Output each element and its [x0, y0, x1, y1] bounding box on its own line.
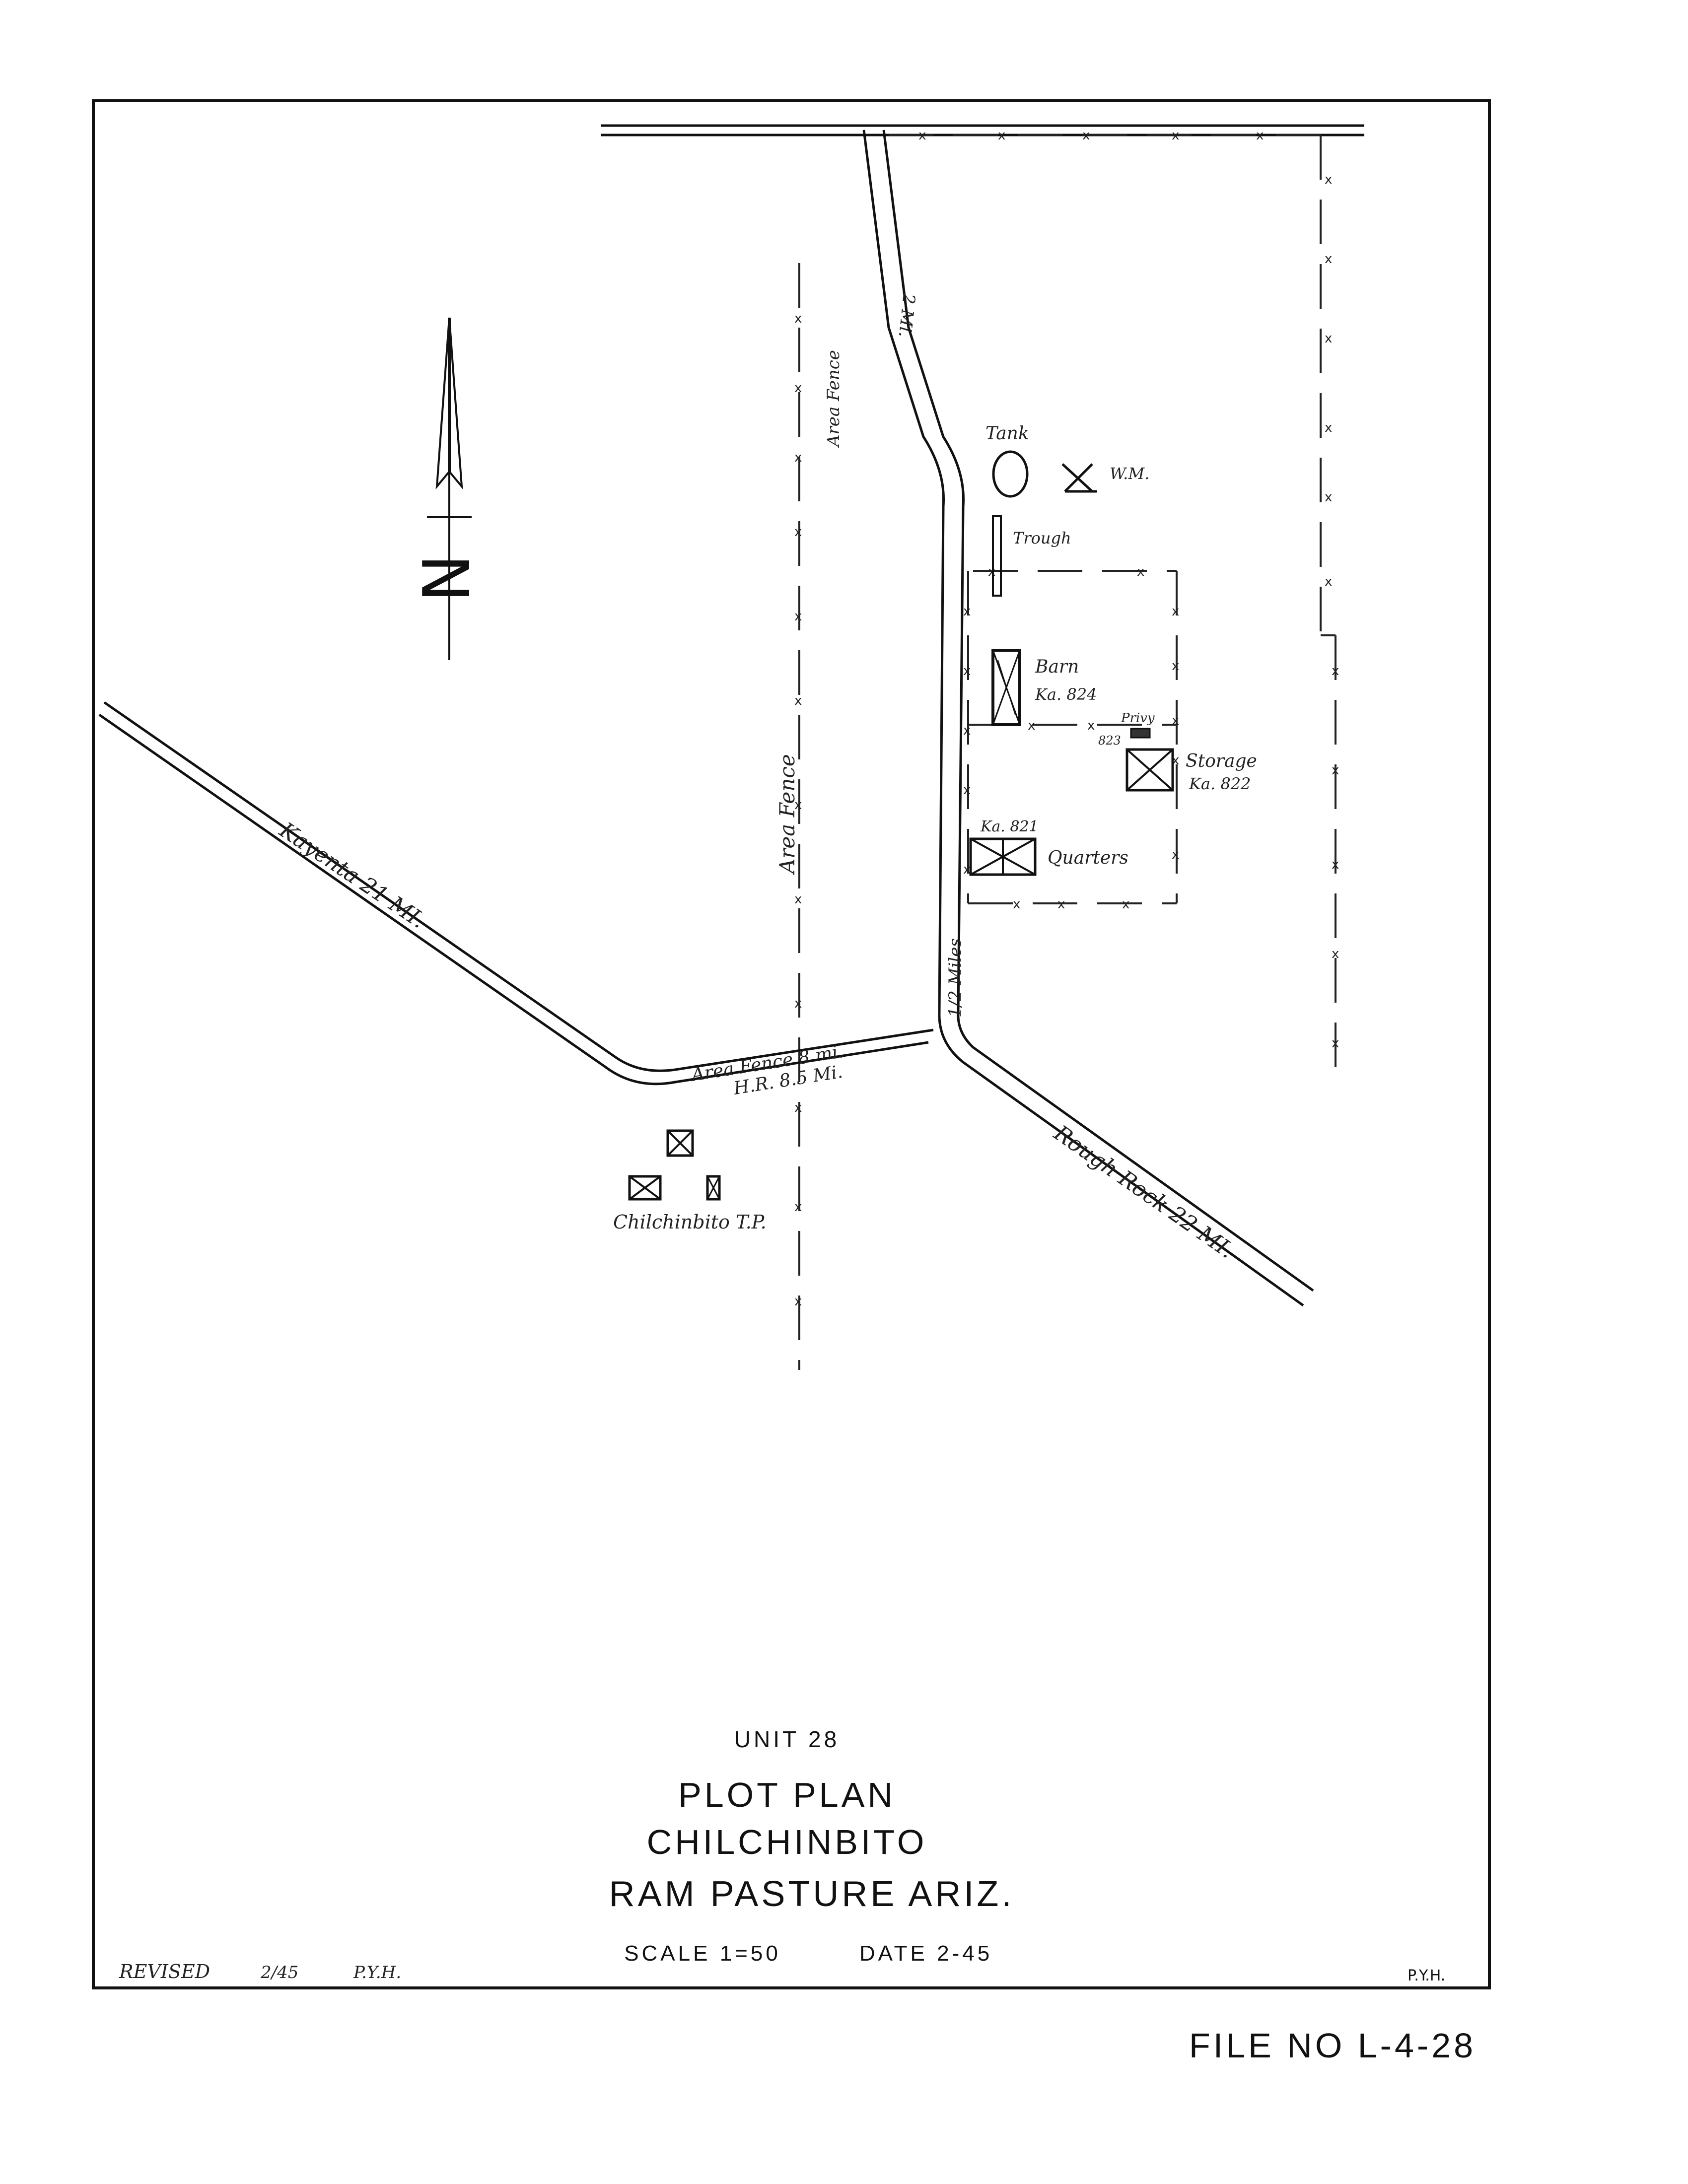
plan-title-line3: RAM PASTURE ARIZ. — [609, 1874, 1015, 1914]
north-arrow-label: N — [409, 554, 485, 602]
svg-text:x: x — [1332, 857, 1339, 872]
label-barn: Barn — [1035, 657, 1079, 677]
revision-label: REVISED — [119, 1961, 210, 1982]
svg-text:x: x — [1172, 713, 1179, 728]
svg-text:x: x — [1325, 420, 1332, 435]
svg-text:x: x — [794, 996, 802, 1011]
svg-text:x: x — [1325, 490, 1332, 505]
svg-text:x: x — [794, 381, 802, 396]
svg-text:x: x — [963, 862, 971, 877]
label-quarters: Quarters — [1048, 848, 1128, 868]
svg-text:x: x — [1137, 564, 1144, 579]
label-privy-id: 823 — [1098, 734, 1121, 748]
svg-text:x: x — [794, 450, 802, 465]
file-number: FILE NO L-4-28 — [1189, 2026, 1476, 2065]
svg-text:x: x — [1172, 847, 1179, 862]
svg-text:x: x — [1087, 718, 1095, 733]
svg-text:x: x — [794, 1100, 802, 1115]
east-area-fence — [889, 134, 1336, 1082]
label-barn-id: Ka. 824 — [1035, 685, 1097, 704]
road-label-area-fence: Area Fence — [824, 350, 844, 448]
north-arrow — [427, 317, 472, 660]
svg-text:x: x — [1332, 947, 1339, 961]
tank-icon — [992, 450, 1029, 498]
svg-text:x: x — [998, 128, 1005, 143]
top-highway — [601, 124, 1364, 136]
revision-initials: P.Y.H. — [353, 1963, 401, 1982]
label-storage-id: Ka. 822 — [1189, 774, 1251, 793]
label-tank: Tank — [985, 423, 1029, 444]
road-label-2mi: 2 Mi. — [895, 292, 919, 339]
revision-date: 2/45 — [260, 1963, 298, 1982]
svg-text:x: x — [963, 783, 971, 798]
svg-text:x: x — [918, 128, 926, 143]
svg-text:x: x — [794, 525, 802, 540]
unit-number: UNIT 28 — [734, 1726, 840, 1752]
fence-x-marks: x x x x x x x x x x x x x x x x x x x x … — [794, 128, 1339, 1309]
svg-text:x: x — [1325, 331, 1332, 346]
svg-text:x: x — [1172, 659, 1179, 674]
trough-icon — [992, 515, 1002, 597]
svg-text:x: x — [963, 664, 971, 679]
label-trading-post: Chilchinbito T.P. — [613, 1211, 767, 1233]
scale-label: SCALE 1=50 — [624, 1941, 781, 1966]
date-label: DATE 2-45 — [859, 1941, 992, 1966]
storage-building — [1125, 748, 1174, 792]
svg-text:x: x — [794, 892, 802, 907]
label-wm: W.M. — [1110, 464, 1149, 483]
drawing-border — [92, 99, 1491, 1989]
barn-building — [991, 649, 1021, 726]
svg-text:x: x — [963, 723, 971, 738]
svg-text:x: x — [1332, 763, 1339, 778]
svg-text:x: x — [1082, 128, 1090, 143]
drafter-initials: P.Y.H. — [1407, 1967, 1445, 1984]
label-quarters-id: Ka. 821 — [980, 818, 1039, 835]
svg-text:x: x — [1057, 897, 1065, 912]
svg-text:x: x — [794, 311, 802, 326]
svg-text:x: x — [794, 609, 802, 624]
svg-text:x: x — [1028, 718, 1035, 733]
svg-text:x: x — [794, 798, 802, 813]
plan-title-line2: CHILCHINBITO — [647, 1823, 927, 1861]
svg-text:x: x — [1172, 128, 1179, 143]
svg-text:x: x — [794, 693, 802, 708]
road-label-half-miles: 1/2 Miles — [945, 938, 965, 1018]
svg-text:x: x — [1325, 574, 1332, 589]
fence-label-west: Area Fence — [775, 754, 799, 876]
svg-text:x: x — [963, 604, 971, 619]
trading-post-buildings — [628, 1129, 721, 1201]
svg-text:x: x — [794, 1294, 802, 1309]
svg-text:x: x — [1332, 664, 1339, 679]
plan-title-line1: PLOT PLAN — [678, 1775, 896, 1814]
svg-text:x: x — [1325, 252, 1332, 267]
privy-building — [1130, 728, 1151, 739]
windmill-icon — [1061, 463, 1097, 493]
north-road — [862, 130, 1314, 1307]
kayenta-road — [98, 701, 934, 1086]
label-privy: Privy — [1121, 711, 1155, 726]
quarters-building — [969, 837, 1037, 876]
road-label-kayenta: Kayenta 21 MI. — [275, 817, 430, 933]
svg-text:x: x — [1325, 172, 1332, 187]
svg-text:x: x — [1172, 604, 1179, 619]
label-trough: Trough — [1013, 529, 1071, 547]
svg-text:x: x — [988, 564, 995, 579]
svg-text:x: x — [1256, 128, 1264, 143]
svg-text:x: x — [1332, 1036, 1339, 1051]
svg-text:x: x — [794, 1200, 802, 1215]
road-label-rough-rock: Rough Rock 22 MI. — [1049, 1120, 1239, 1264]
label-storage: Storage — [1186, 751, 1257, 771]
svg-text:x: x — [1122, 897, 1129, 912]
compound-fence — [967, 570, 1178, 904]
svg-text:x: x — [1013, 897, 1020, 912]
